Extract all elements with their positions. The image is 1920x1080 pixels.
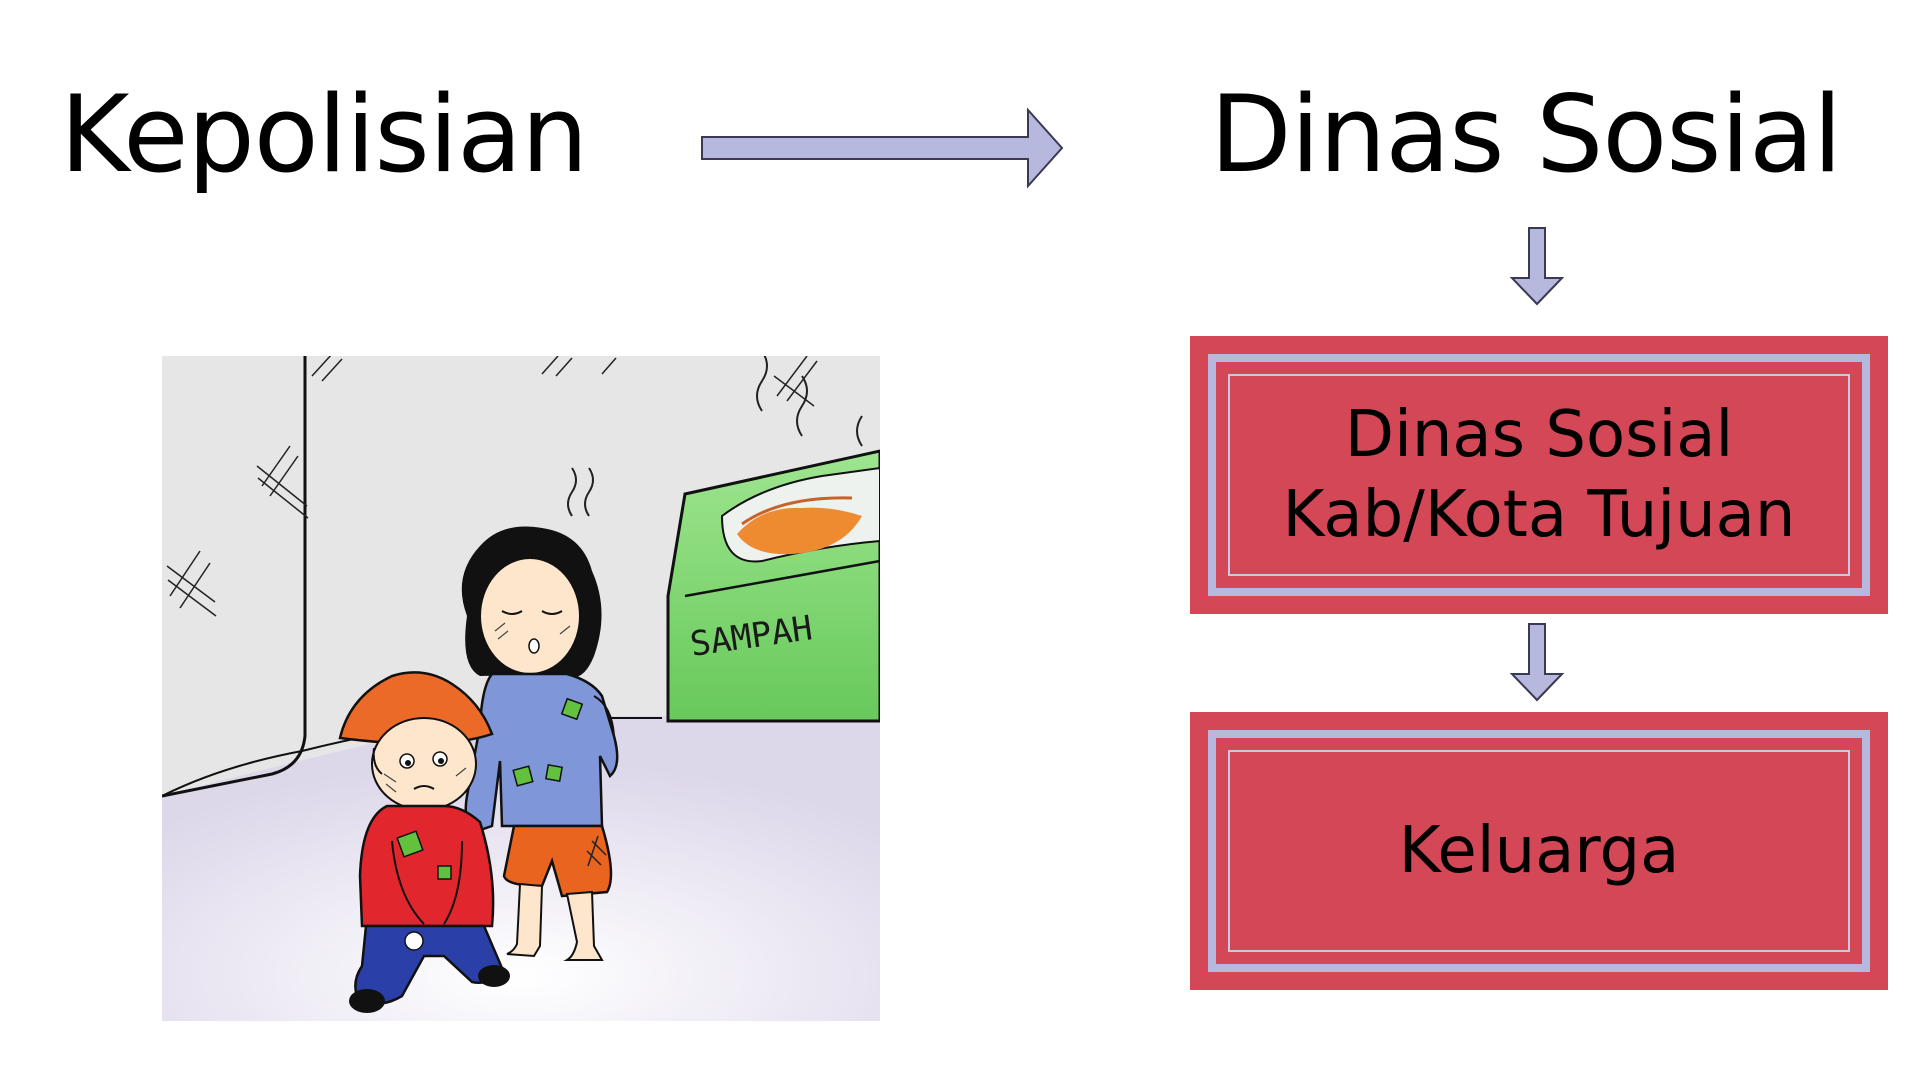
trash-bin-icon: SAMPAH (666, 449, 880, 723)
box-dinas-sosial-kab-kota: Dinas Sosial Kab/Kota Tujuan (1190, 336, 1888, 614)
box1-line2: Kab/Kota Tujuan (1282, 478, 1796, 552)
kepolisian-title: Kepolisian (60, 73, 588, 196)
boy-figure (338, 671, 510, 1013)
horizontal-arrow (701, 107, 1064, 189)
down-arrow-1 (1509, 227, 1565, 306)
box2-label: Keluarga (1398, 814, 1680, 888)
dinas-sosial-title: Dinas Sosial (1210, 73, 1842, 196)
girl-figure (461, 526, 619, 961)
box-keluarga: Keluarga (1190, 712, 1888, 990)
down-arrow-2 (1509, 623, 1565, 702)
box1-line1: Dinas Sosial (1344, 398, 1734, 472)
street-children-illustration: SAMPAH (162, 356, 880, 1021)
